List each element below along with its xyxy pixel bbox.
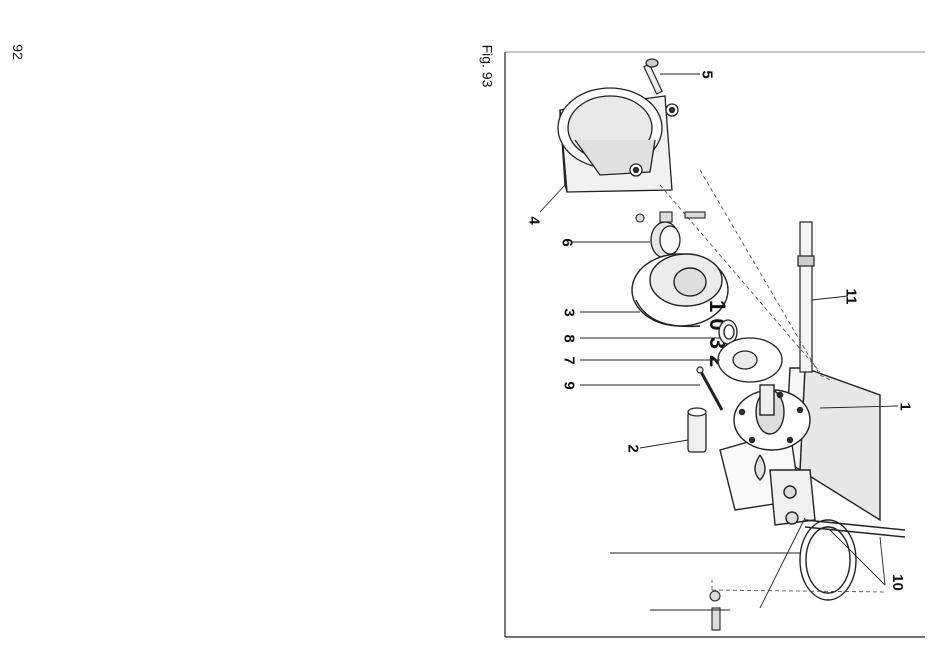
callout-4: 4 xyxy=(526,216,543,224)
part-4-housing xyxy=(558,88,678,192)
part-10-fasteners xyxy=(710,591,720,630)
part-9-pin xyxy=(697,367,722,410)
callout-7: 7 xyxy=(561,356,578,364)
callout-5: 5 xyxy=(699,70,716,78)
callout-8: 8 xyxy=(561,334,578,342)
part-2-spacer xyxy=(688,408,706,452)
callout-2: 2 xyxy=(625,444,642,452)
callout-3: 3 xyxy=(561,308,578,316)
callout-10: 10 xyxy=(889,574,906,591)
part-6-clamp xyxy=(651,222,680,258)
part-1-body xyxy=(720,368,880,525)
part-7-washer xyxy=(718,338,782,382)
part-11-tube xyxy=(798,222,814,372)
assembly-lines xyxy=(660,170,885,592)
callout-11: 11 xyxy=(842,289,859,305)
part-6-fasteners xyxy=(636,212,705,222)
callout-9: 9 xyxy=(561,381,578,389)
callout-1: 1 xyxy=(897,402,914,410)
callout-6: 6 xyxy=(559,238,576,246)
part-5-screw xyxy=(644,59,662,94)
